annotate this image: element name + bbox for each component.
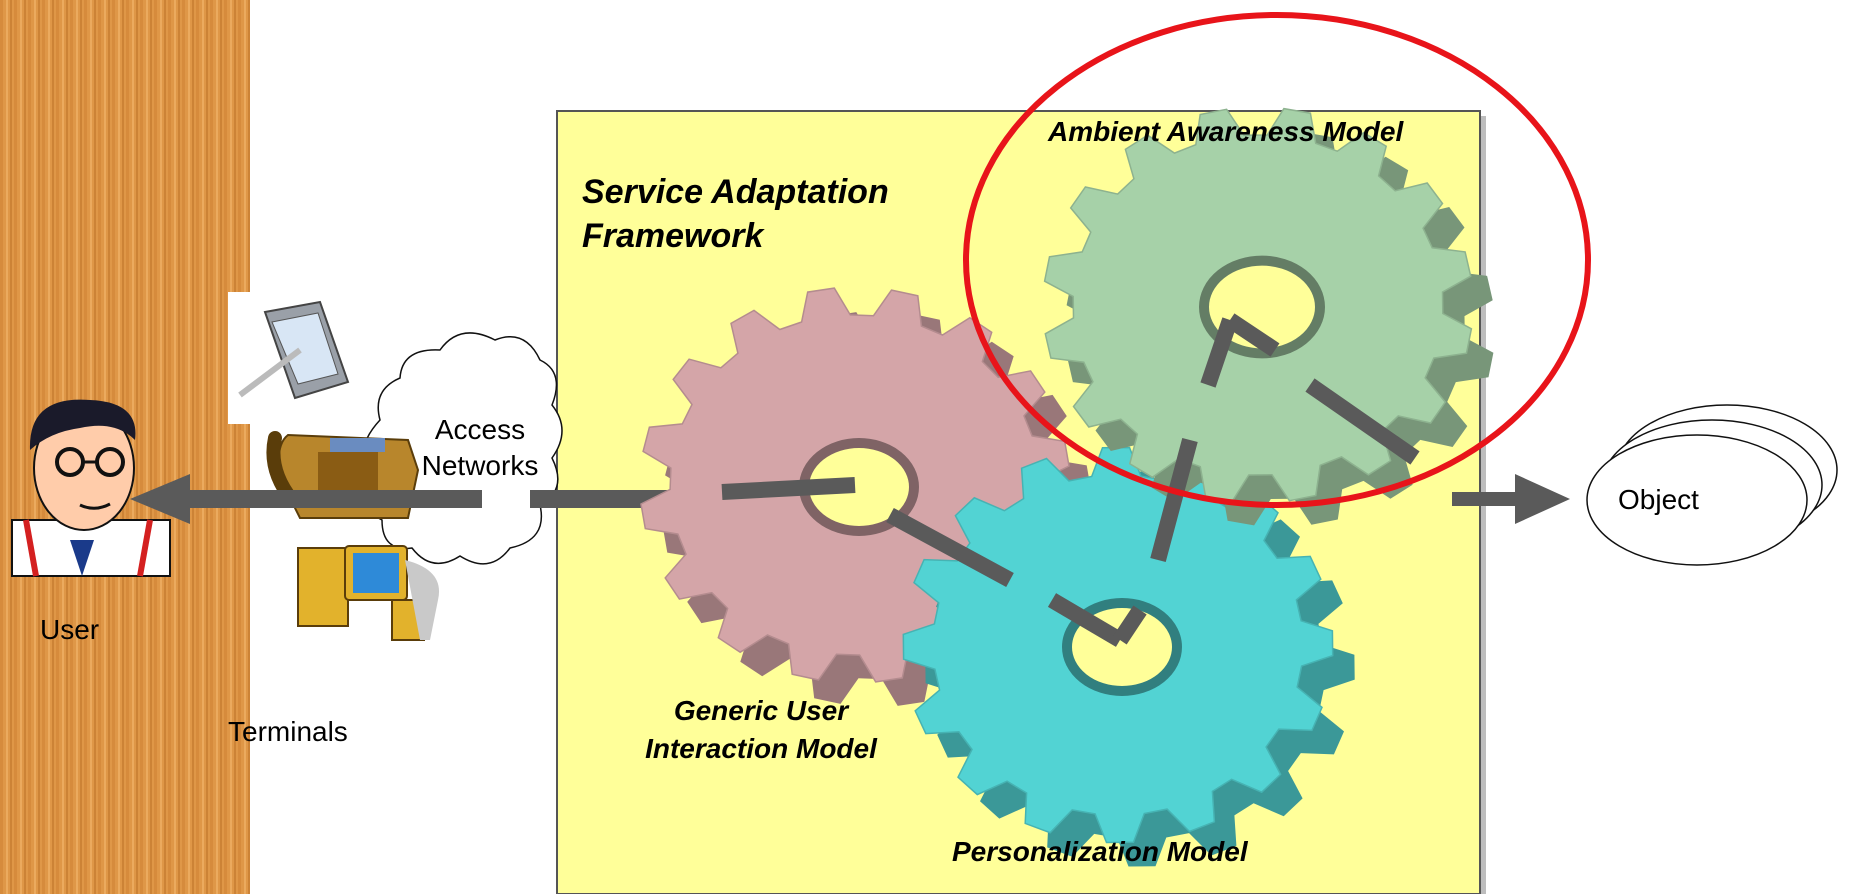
framework-title-line2: Framework [582,217,764,255]
object-stack [1586,404,1838,566]
personalization-gear [902,446,1355,867]
terminals-label: Terminals [228,716,348,747]
user-avatar [11,399,171,577]
gear-connectors [721,313,1420,647]
object-label: Object [1618,484,1699,515]
user-arrow [130,474,482,524]
computer-image [297,545,440,641]
generic-model-line1: Generic User [673,695,849,726]
networks-line2: Networks [421,450,539,481]
networks-label: Access Networks [400,412,560,484]
framework-title-line1: Service Adaptation [582,173,889,211]
generic-model-label: Generic User Interaction Model [626,692,896,768]
highlight-ring [963,12,1591,508]
personalization-model-label: Personalization Model [952,836,1248,867]
object-arrow [1452,474,1570,524]
generic-model-line2: Interaction Model [645,733,877,764]
user-label: User [40,614,100,645]
pda-image [228,292,350,424]
ambient-model-label: Ambient Awareness Model [1048,116,1404,147]
networks-line1: Access [434,414,526,445]
framework-title: Service Adaptation Framework [582,170,889,258]
connector-segment [530,490,670,508]
